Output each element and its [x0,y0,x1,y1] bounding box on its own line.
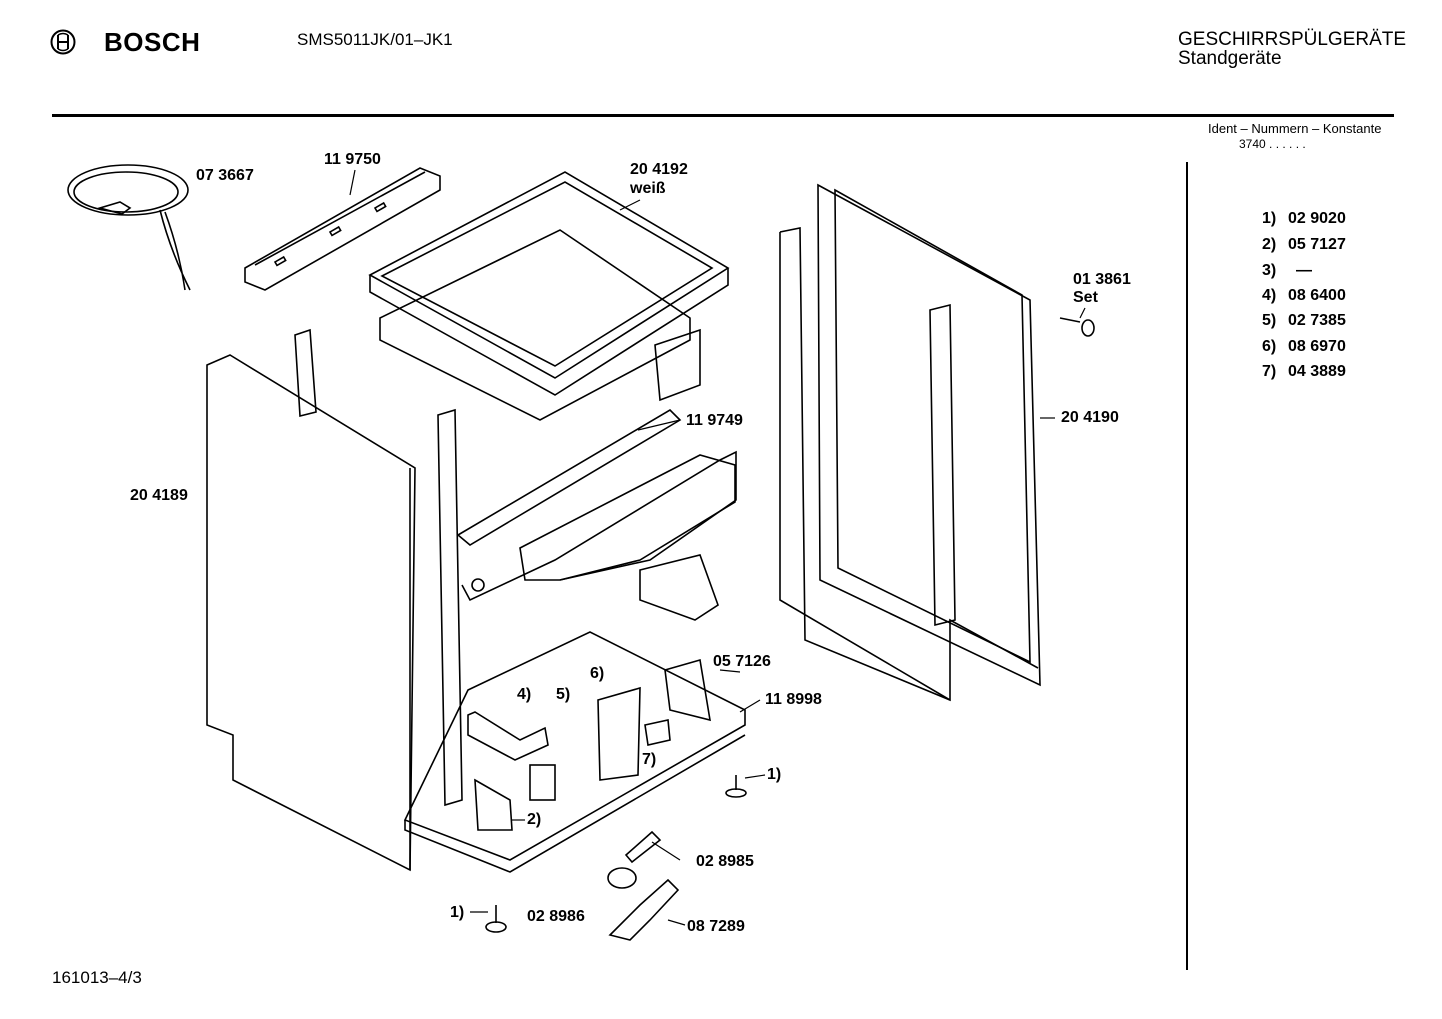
part-2-drawing [474,778,513,831]
legend-item: 3)— [1262,262,1312,279]
reference-label: 2) [527,811,542,828]
part-label-note: weiß [630,180,666,197]
model-number: SMS5011JK/01–JK1 [297,30,453,49]
power-cord-drawing [67,164,191,291]
part-087289-drawing [608,878,680,941]
part-label: 05 7126 [713,653,771,670]
part-label: 08 7289 [687,918,745,935]
part-label: 01 3861 [1073,271,1131,288]
legend-item: 6)08 6970 [1262,338,1346,355]
legend-item: 1)02 9020 [1262,210,1346,227]
rail-drawing [244,167,441,291]
part-label: 11 9750 [324,151,381,168]
part-label: 20 4189 [130,487,188,504]
legend-item: 5)02 7385 [1262,312,1346,329]
strip-drawing [294,328,317,418]
reference-label: 5) [556,686,571,703]
strip-drawing [437,408,463,807]
reference-label: 1) [450,904,465,921]
base-plate-drawing [403,631,746,873]
legend-divider [1186,162,1188,970]
part-6-drawing [597,686,641,781]
category-subtitle: Standgeräte [1178,48,1282,69]
screw-set-drawing [1059,317,1095,337]
reference-label: 6) [590,665,605,682]
part-label-note: Set [1073,289,1098,306]
part-label: 20 4192 [630,161,688,178]
part-028985-drawing [624,830,662,864]
cabinet-body-drawing [456,408,737,621]
foot-1b-drawing [485,905,507,933]
bosch-armature-icon [50,29,76,55]
part-057126-drawing [664,658,711,722]
door-frame-drawing [779,183,1041,702]
legend-item: 7)04 3889 [1262,363,1346,380]
part-7-drawing [644,719,671,746]
foot-1a-drawing [725,775,747,798]
part-label: 02 8985 [696,853,754,870]
category-title: GESCHIRRSPÜLGERÄTE [1178,29,1407,50]
reference-label: 1) [767,766,782,783]
part-label: 20 4190 [1061,409,1119,426]
side-panel-drawing [206,354,416,872]
reference-label: 4) [517,686,532,703]
legend-item: 2)05 7127 [1262,236,1346,253]
reference-label: 7) [642,751,657,768]
part-label: 11 8998 [765,691,822,708]
header-rule [52,114,1394,117]
document-code: 161013–4/3 [52,968,142,987]
worktop-drawing [368,171,730,421]
part-label: 11 9749 [686,412,743,429]
part-label: 02 8986 [527,908,585,925]
ident-value: 3740 . . . . . . [1239,137,1306,151]
part-5-drawing [529,764,556,801]
part-4-drawing [467,711,549,761]
leader-lines [349,169,1086,926]
legend-item: 4)08 6400 [1262,287,1346,304]
brand-logo-text: BOSCH [104,27,201,57]
part-028986-drawing [607,867,637,889]
ident-label: Ident – Nummern – Konstante [1208,121,1382,136]
part-label: 07 3667 [196,167,254,184]
